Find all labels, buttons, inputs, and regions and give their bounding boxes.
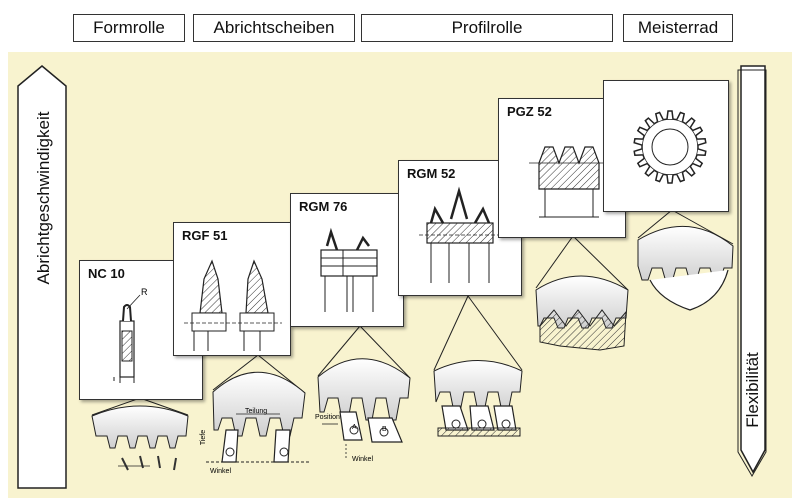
zoom-gear-nc10 bbox=[92, 406, 188, 470]
zoom-gear-pgz52 bbox=[536, 276, 628, 350]
rgm76-drawing bbox=[291, 194, 405, 328]
meisterrad-gear-drawing bbox=[604, 81, 730, 213]
card-rgm76: RGM 76 bbox=[290, 193, 404, 327]
left-axis-label: Abrichtgeschwindigkeit bbox=[34, 98, 54, 298]
winkel-label-rgm76: Winkel bbox=[352, 456, 373, 463]
right-axis-label: Flexibilität bbox=[743, 340, 763, 440]
radius-label: R bbox=[141, 287, 148, 297]
zoom-gear-rgm76 bbox=[318, 359, 410, 458]
teilung-label: Teilung bbox=[245, 408, 267, 415]
rgf51-drawing bbox=[174, 223, 292, 357]
winkel-label-rgf51: Winkel bbox=[210, 468, 231, 475]
marker-a: A bbox=[352, 424, 357, 431]
marker-b: B bbox=[382, 426, 387, 433]
zoom-gear-rgm52 bbox=[434, 361, 522, 437]
card-rgf51: RGF 51 bbox=[173, 222, 291, 356]
zoom-gear-meisterrad bbox=[638, 226, 733, 310]
tiefe-label: Tiefe bbox=[200, 430, 207, 445]
position-label: Position bbox=[315, 414, 340, 421]
zoom-gear-rgf51 bbox=[206, 372, 310, 462]
card-meisterrad bbox=[603, 80, 729, 212]
